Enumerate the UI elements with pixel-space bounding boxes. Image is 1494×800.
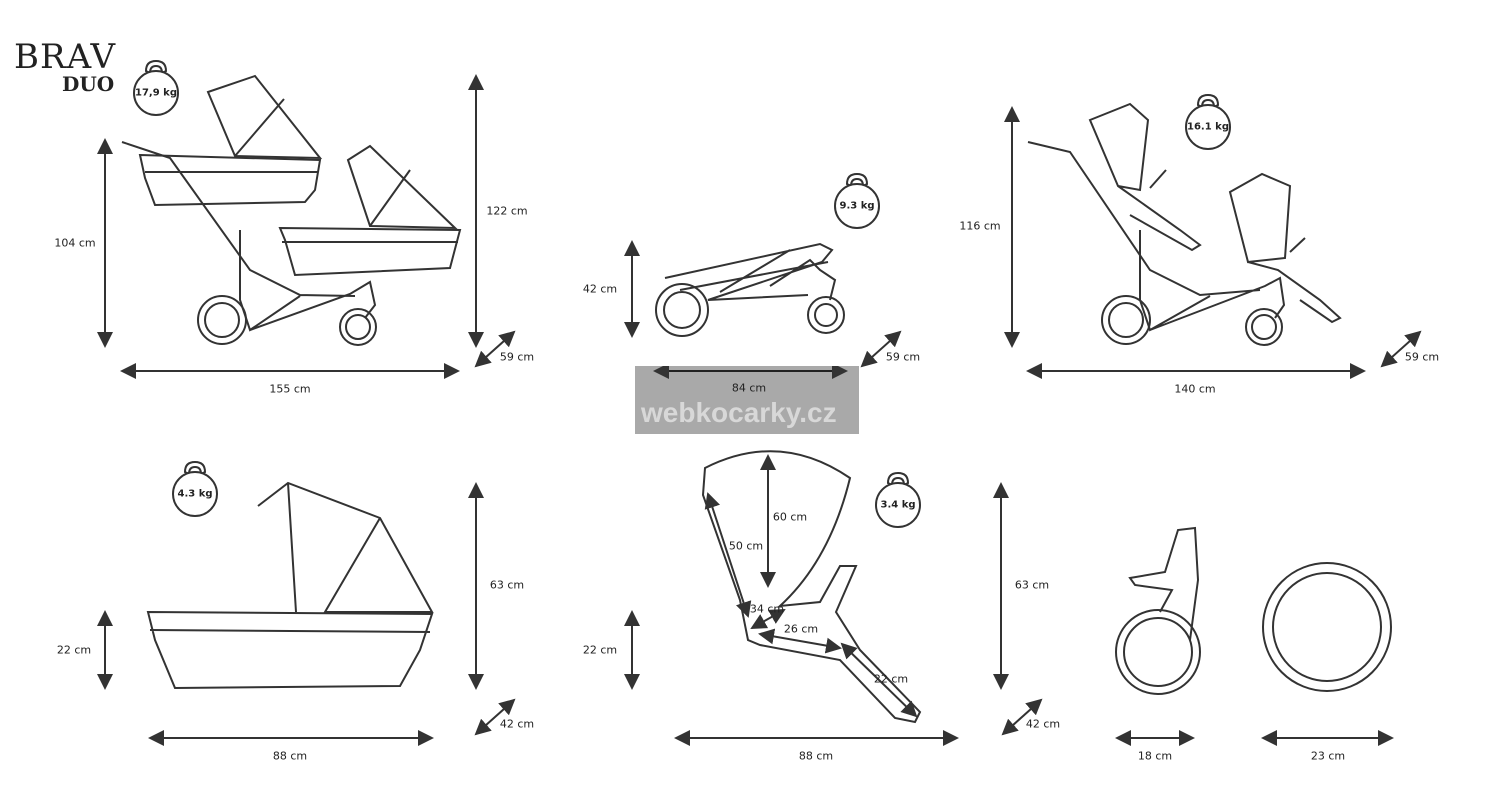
watermark: webkocarky.cz <box>635 366 859 434</box>
weight-label: 4.3 kg <box>177 488 213 500</box>
depth-label: 59 cm <box>499 350 535 364</box>
weight-label: 16.1 kg <box>1187 121 1229 133</box>
depth-label: 42 cm <box>1025 717 1061 731</box>
folded-frame-outline <box>655 242 845 337</box>
brand-logo-sub: DUO <box>62 72 115 96</box>
front-wheel-width-label: 18 cm <box>1137 749 1173 763</box>
total-height-label: 122 cm <box>486 204 528 218</box>
backrest-outer-label: 60 cm <box>772 510 808 524</box>
seat-depth-label: 34 cm <box>749 602 785 616</box>
length-dimension-arrow <box>653 366 848 379</box>
weight-label: 17,9 kg <box>135 87 177 99</box>
height-label: 104 cm <box>54 236 96 250</box>
height-label: 63 cm <box>489 578 525 592</box>
depth-label: 59 cm <box>1404 350 1440 364</box>
length-label: 88 cm <box>798 749 834 763</box>
inner-height-label: 22 cm <box>582 643 618 657</box>
length-label: 140 cm <box>1174 382 1216 396</box>
rear-wheel-outline <box>1262 562 1392 692</box>
length-label: 88 cm <box>272 749 308 763</box>
height-label: 116 cm <box>959 219 1001 233</box>
seat-width-label: 26 cm <box>783 622 819 636</box>
depth-label: 59 cm <box>885 350 921 364</box>
weight-label: 3.4 kg <box>880 499 916 511</box>
carrycot-outline <box>146 481 434 690</box>
footrest-label: 22 cm <box>873 672 909 686</box>
inner-height-label: 22 cm <box>56 643 92 657</box>
height-label: 42 cm <box>582 282 618 296</box>
double-carrycot-stroller-outline <box>121 74 462 346</box>
seat-outline <box>701 450 922 724</box>
height-label: 63 cm <box>1014 578 1050 592</box>
backrest-inner-label: 50 cm <box>728 539 764 553</box>
front-wheel-outline <box>1115 526 1201 695</box>
brand-logo: BRAV <box>14 37 116 77</box>
depth-label: 42 cm <box>499 717 535 731</box>
double-seat-stroller-outline <box>1027 102 1342 346</box>
rear-wheel-diameter-label: 23 cm <box>1310 749 1346 763</box>
weight-label: 9.3 kg <box>839 200 875 212</box>
length-label: 84 cm <box>731 381 767 395</box>
watermark-text: webkocarky.cz <box>641 397 837 428</box>
length-label: 155 cm <box>269 382 311 396</box>
dimension-arrows <box>97 74 1422 746</box>
